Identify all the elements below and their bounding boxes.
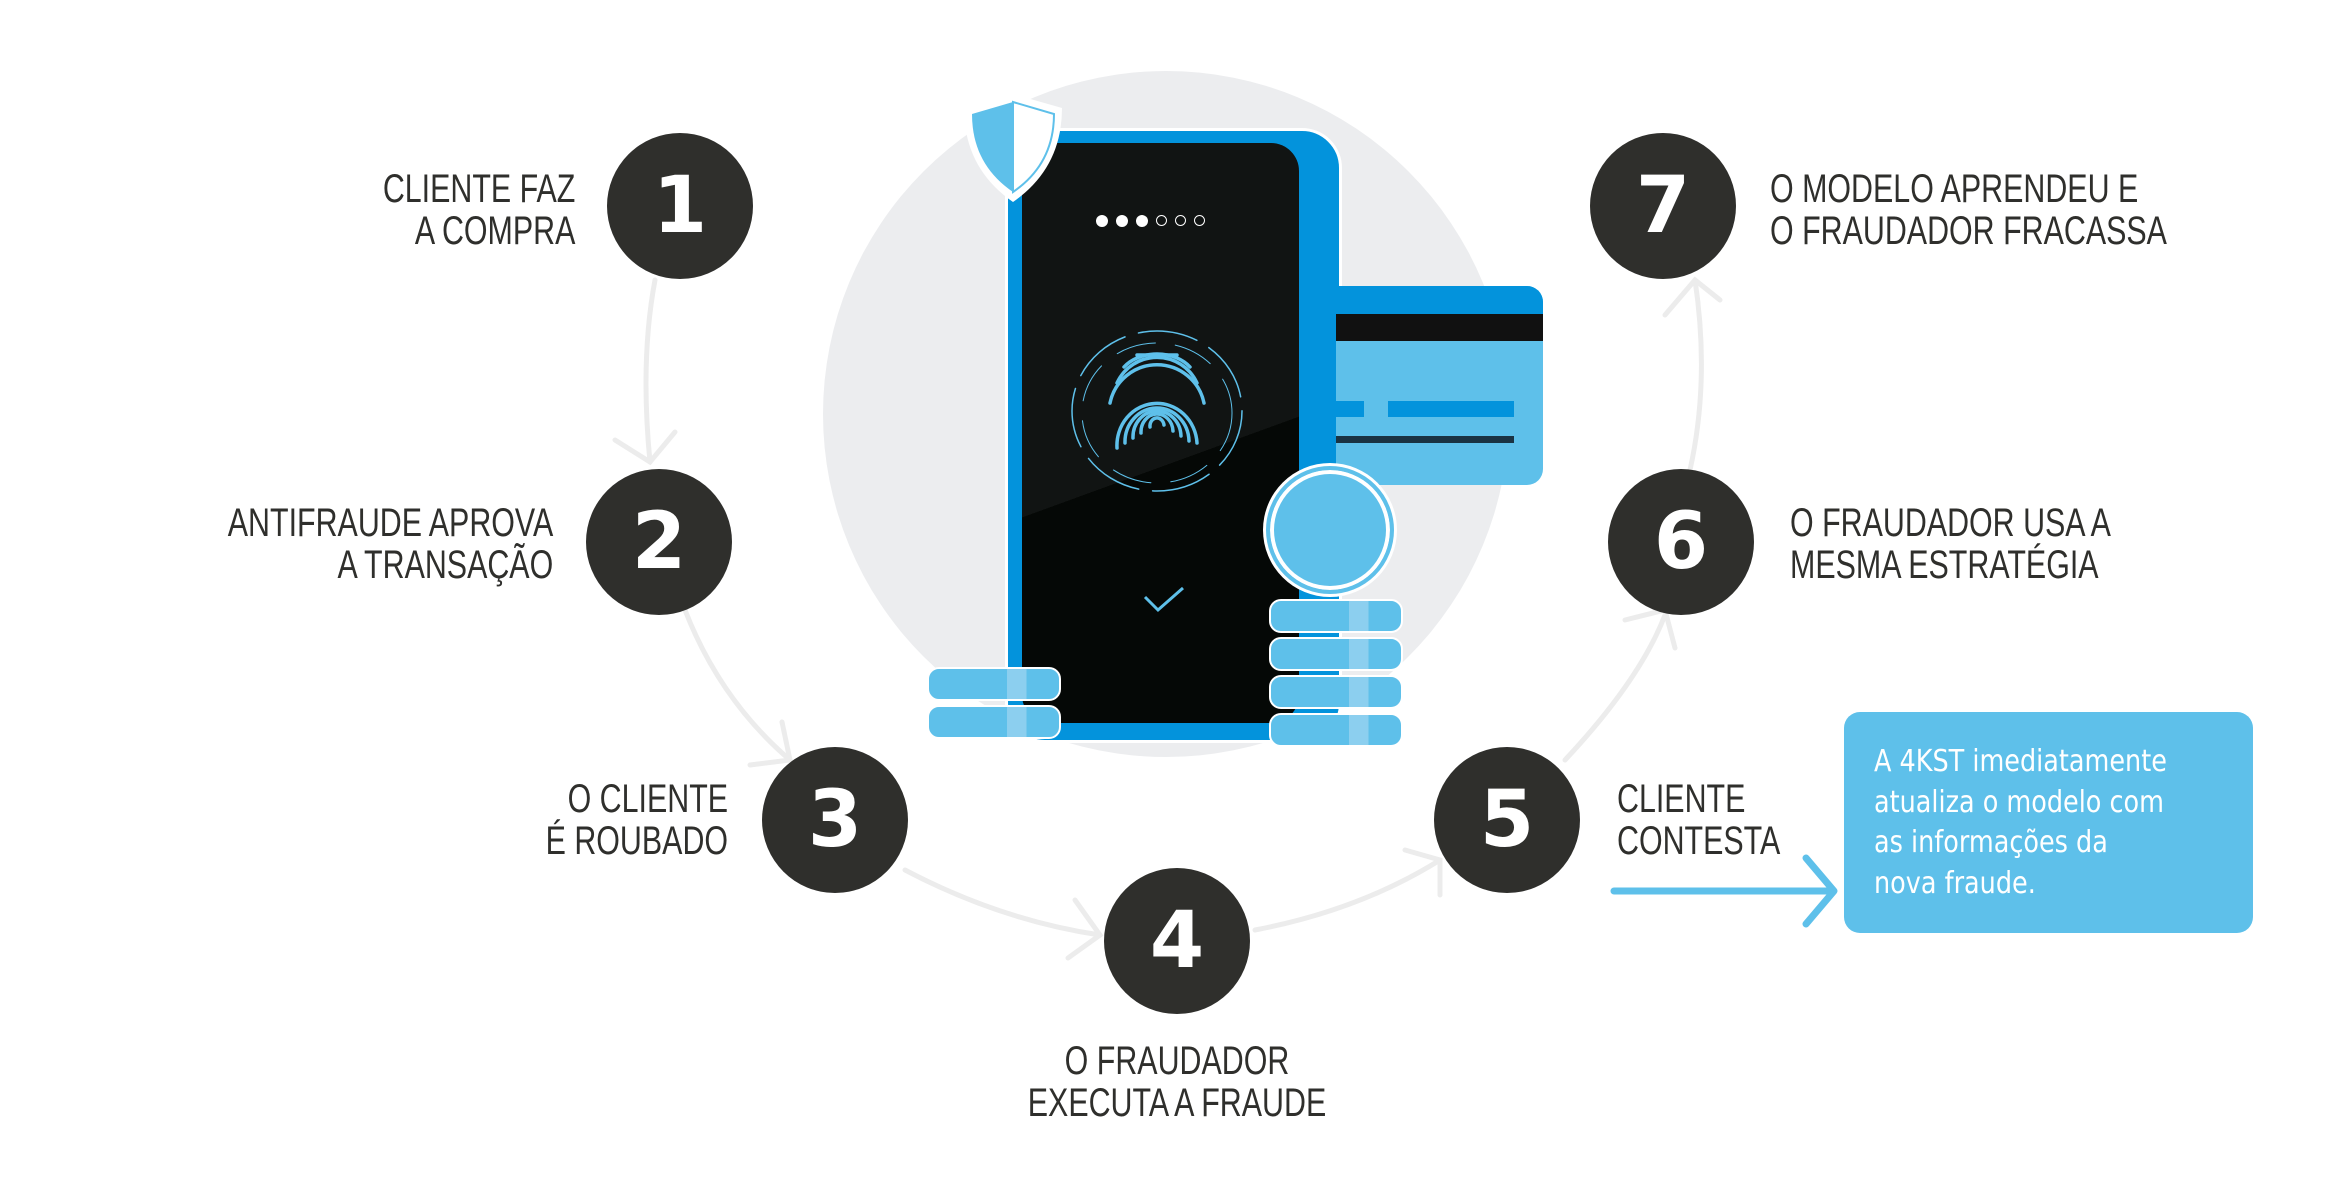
label-line: O CLIENTE: [567, 777, 728, 821]
info-text: A 4KST imediatamente atualiza o modelo c…: [1874, 742, 2167, 904]
info-line: atualiza o modelo com: [1874, 784, 2164, 820]
shield-icon: [964, 94, 1062, 202]
pin-dot-filled: [1116, 215, 1128, 227]
pin-dot-filled: [1096, 215, 1108, 227]
arrow-2-3: [682, 607, 793, 763]
pin-dot-empty: [1175, 215, 1186, 226]
card-line: [1388, 401, 1514, 417]
arrow-3-4: [902, 867, 1103, 938]
phone-screen: [1022, 143, 1299, 723]
label-line: O FRAUDADOR USA A: [1790, 501, 2111, 545]
check-icon: [1143, 586, 1184, 613]
chevron-4-5: [1402, 847, 1443, 898]
card-magnetic-stripe: [1336, 314, 1543, 341]
coin-stack-left: [927, 667, 1061, 739]
step-4-badge: 4: [1104, 868, 1250, 1014]
coin-icon: [1269, 713, 1403, 747]
pin-dot-filled: [1136, 215, 1148, 227]
info-line: A 4KST imediatamente: [1874, 744, 2167, 779]
arrow-4-5: [1252, 857, 1443, 933]
pin-dot-empty: [1194, 215, 1205, 226]
step-7-badge: 7: [1590, 133, 1736, 279]
chevron-3-4: [1065, 897, 1104, 961]
coin-stack-right: [1269, 599, 1403, 747]
pin-dot-empty: [1156, 215, 1167, 226]
coin-icon: [927, 667, 1061, 701]
label-line: A TRANSAÇÃO: [337, 543, 553, 587]
coin-icon: [1269, 599, 1403, 633]
info-line: as informações da: [1874, 825, 2108, 860]
label-line: A COMPRA: [414, 209, 575, 253]
label-line: CLIENTE FAZ: [382, 167, 575, 211]
step-5-label: CLIENTE CONTESTA: [1617, 778, 1780, 862]
step-3-badge: 3: [762, 747, 908, 893]
arrow-1-2: [643, 277, 658, 465]
arrow-right-icon: [1610, 854, 1838, 928]
label-line: O MODELO APRENDEU E: [1770, 167, 2139, 211]
arrow-6-7: [1687, 277, 1704, 473]
label-line: ANTIFRAUDE APROVA: [227, 501, 553, 545]
chevron-1-2: [612, 429, 678, 466]
label-line: O FRAUDADOR FRACASSA: [1770, 209, 2167, 253]
credit-card-icon: [1336, 286, 1543, 485]
step-6-badge: 6: [1608, 469, 1754, 615]
info-line: nova fraude.: [1874, 865, 2036, 901]
label-line: MESMA ESTRATÉGIA: [1790, 543, 2099, 587]
step-7-label: O MODELO APRENDEU E O FRAUDADOR FRACASSA: [1770, 168, 2167, 252]
label-line: EXECUTA A FRAUDE: [1027, 1081, 1327, 1125]
chevron-2-3: [747, 719, 794, 768]
smartphone-icon: [1005, 128, 1342, 743]
label-line: CLIENTE: [1617, 777, 1746, 821]
fingerprint-icon: [1071, 330, 1243, 492]
step-2-label: ANTIFRAUDE APROVA A TRANSAÇÃO: [228, 502, 553, 586]
coin-icon: [1269, 637, 1403, 671]
step-6-label: O FRAUDADOR USA A MESMA ESTRATÉGIA: [1790, 502, 2111, 586]
label-line: O FRAUDADOR: [1064, 1039, 1290, 1083]
card-line: [1336, 401, 1364, 417]
step-4-label: O FRAUDADOR EXECUTA A FRAUDE: [1025, 1040, 1329, 1124]
step-1-badge: 1: [607, 133, 753, 279]
label-line: CONTESTA: [1617, 819, 1781, 863]
card-top-band: [1336, 286, 1543, 314]
arrow-5-6: [1562, 612, 1668, 763]
step-2-badge: 2: [586, 469, 732, 615]
chevron-6-7: [1662, 276, 1723, 318]
step-5-badge: 5: [1434, 747, 1580, 893]
coin-icon: [1269, 675, 1403, 709]
step-3-label: O CLIENTE É ROUBADO: [546, 778, 728, 862]
card-line: [1336, 436, 1514, 443]
coin-icon: [1266, 466, 1394, 594]
step-1-label: CLIENTE FAZ A COMPRA: [382, 168, 575, 252]
info-box: A 4KST imediatamente atualiza o modelo c…: [1844, 712, 2253, 933]
coin-icon: [927, 705, 1061, 739]
label-line: É ROUBADO: [545, 819, 728, 863]
pin-dots: [1096, 215, 1205, 227]
